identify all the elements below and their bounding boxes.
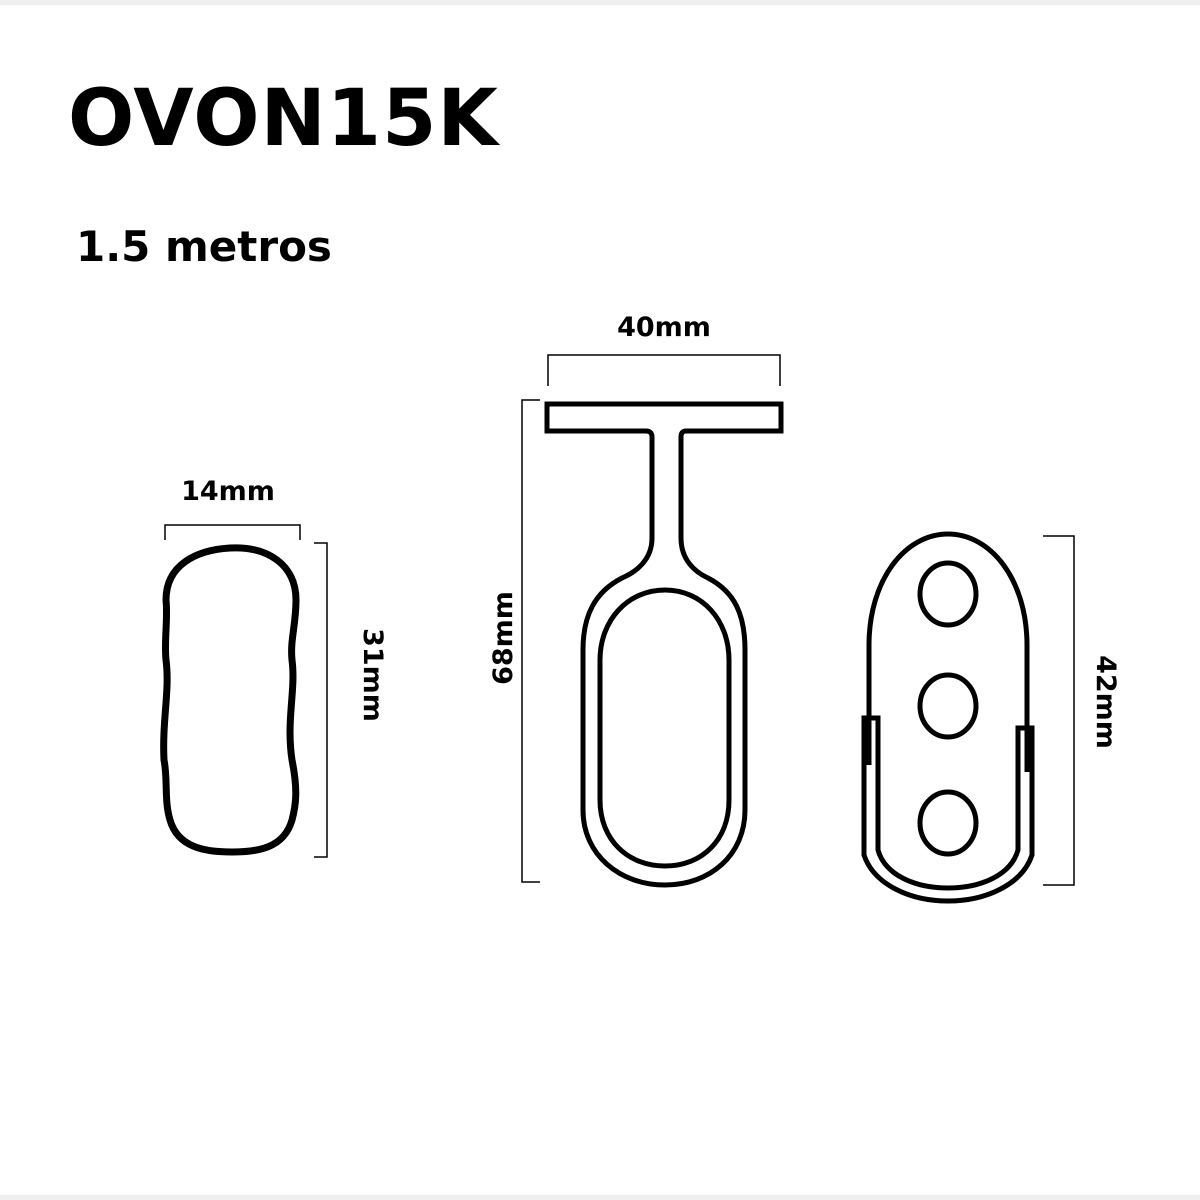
hanger-height-label: 68mm: [488, 591, 519, 685]
screw-hole-icon: [917, 789, 979, 857]
dimension-hanger-width: [547, 354, 781, 386]
screw-hole-icon: [917, 672, 979, 740]
mounting-plate: [861, 531, 1035, 904]
dimension-oval-width: [164, 524, 301, 540]
hanger-width-label: 40mm: [617, 312, 711, 343]
screw-hole-icon: [917, 560, 979, 628]
length-subtitle: 1.5 metros: [76, 222, 332, 271]
rail-support-hanger: [544, 401, 784, 888]
oval-width-label: 14mm: [181, 476, 275, 507]
dimension-hanger-height: [521, 399, 540, 883]
dimension-oval-height: [314, 542, 328, 858]
plate-height-label: 42mm: [1090, 655, 1121, 749]
product-code-title: OVON15K: [68, 74, 499, 164]
dimension-plate-height: [1043, 535, 1075, 886]
oval-height-label: 31mm: [357, 628, 388, 722]
top-border: [0, 0, 1200, 5]
bottom-border: [0, 1195, 1200, 1200]
oval-tube-profile: [160, 544, 300, 856]
